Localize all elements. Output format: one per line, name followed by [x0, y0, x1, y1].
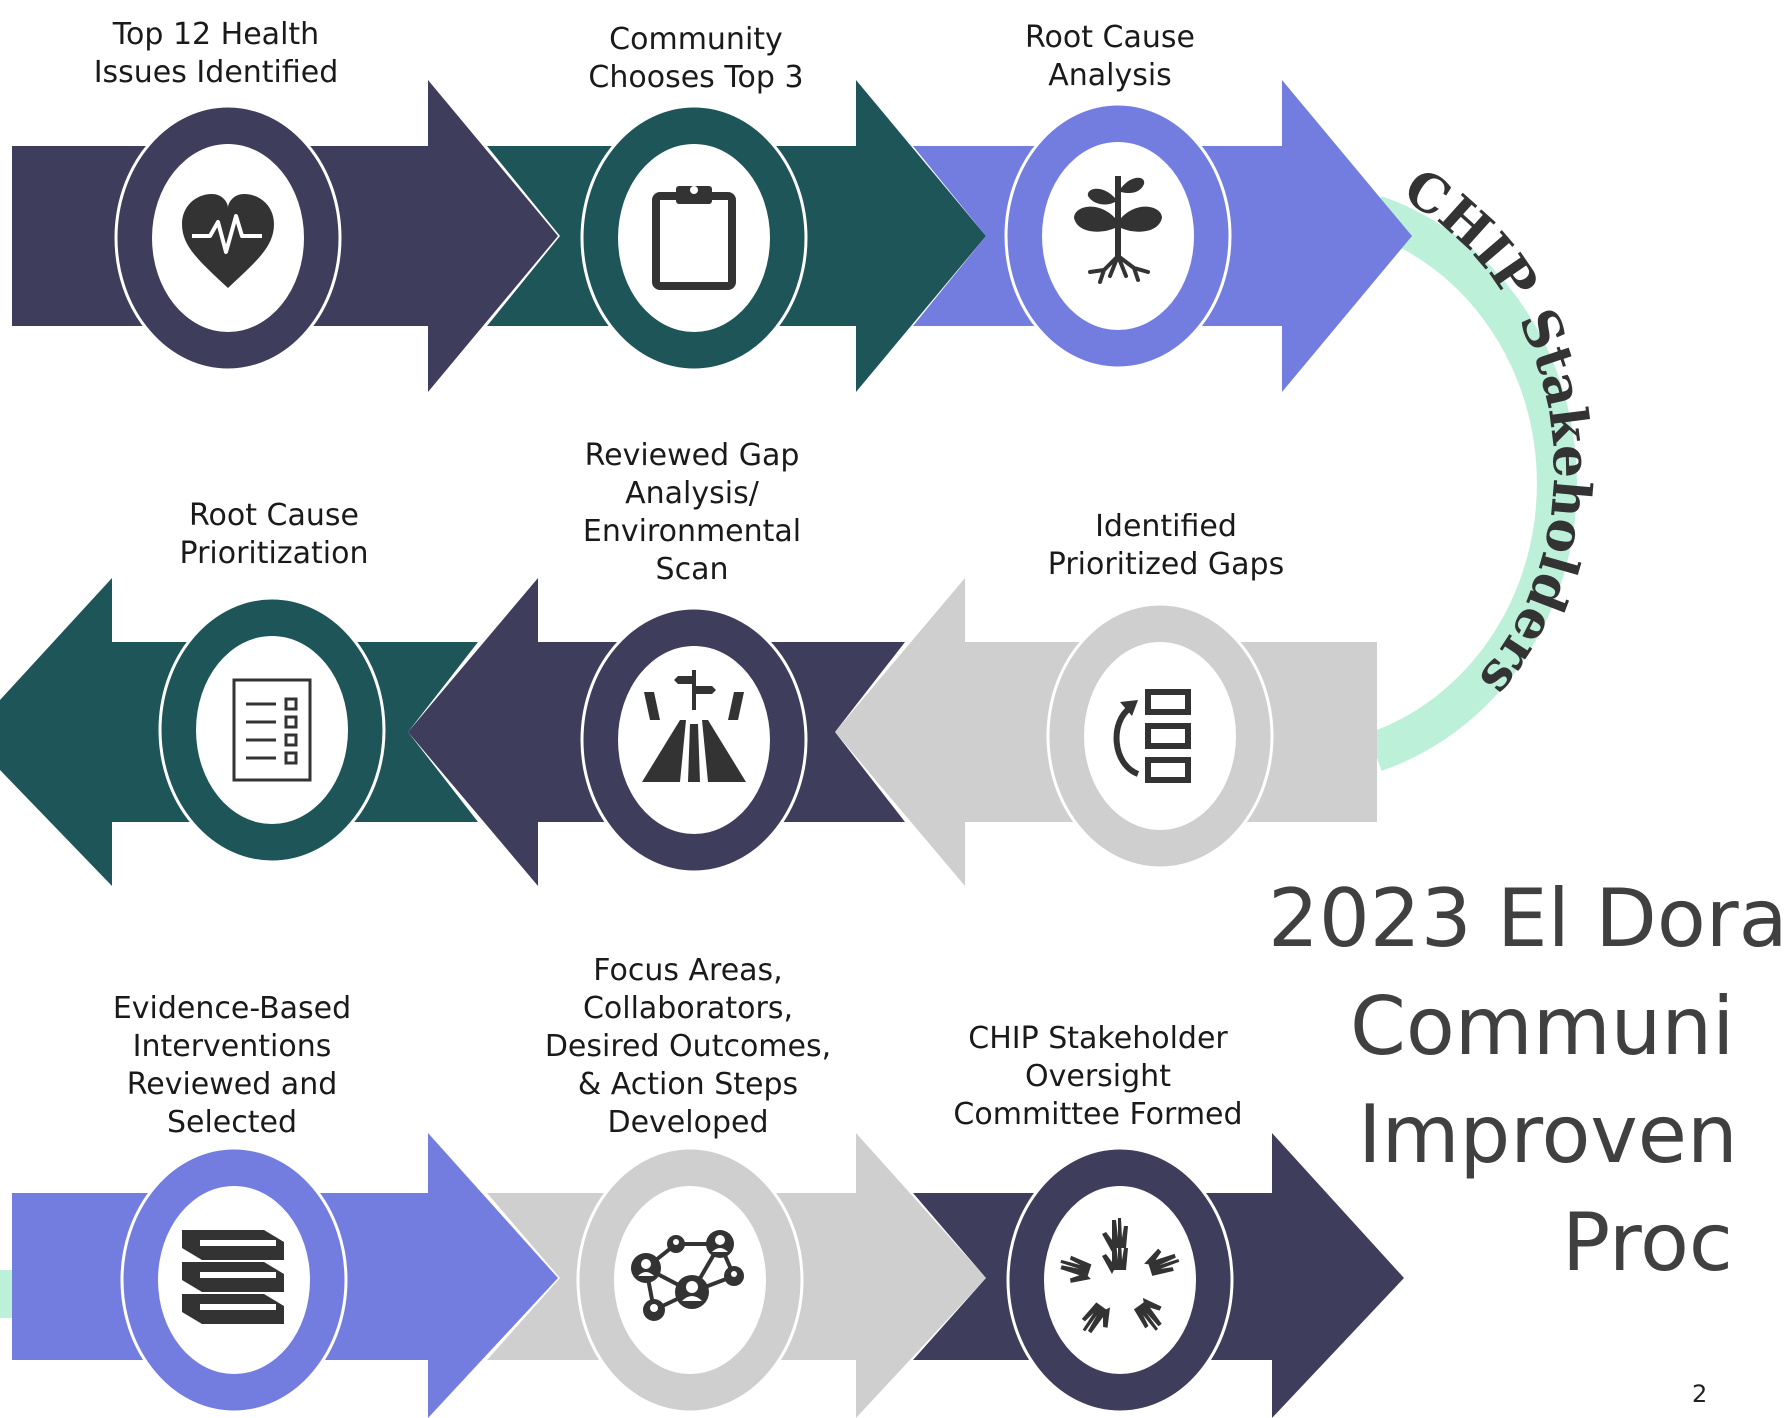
- clipboard-icon: [652, 186, 736, 290]
- step-6-icon-background: [196, 636, 348, 824]
- left-arc-fragment: [0, 1270, 12, 1318]
- title-line-2: Communi: [1350, 980, 1735, 1073]
- checklist-icon: [232, 678, 312, 782]
- step-4-icon-background: [1084, 642, 1236, 830]
- hands-circle-icon: [1055, 1218, 1182, 1341]
- books-icon: [182, 1230, 284, 1324]
- reorder-list-icon: [1113, 689, 1191, 783]
- title-line-4: Proc: [1562, 1196, 1733, 1289]
- network-people-icon: [631, 1230, 744, 1321]
- step-2-icon-background: [618, 144, 770, 332]
- stakeholders-arc: [1368, 196, 1577, 771]
- title-line-1: 2023 El Dora: [1268, 872, 1788, 965]
- page-number: 2: [1692, 1380, 1708, 1408]
- title-line-3: Improven: [1358, 1088, 1738, 1181]
- road-signpost-icon: [642, 670, 746, 782]
- heart-pulse-icon: [182, 194, 274, 288]
- step-8-label: Focus Areas,Collaborators,Desired Outcom…: [544, 953, 832, 1140]
- plant-roots-icon: [1074, 176, 1162, 284]
- chip-process-diagram: CHIP Stakeholders: [0, 80, 1602, 1418]
- step-9-icon-background: [1044, 1186, 1196, 1374]
